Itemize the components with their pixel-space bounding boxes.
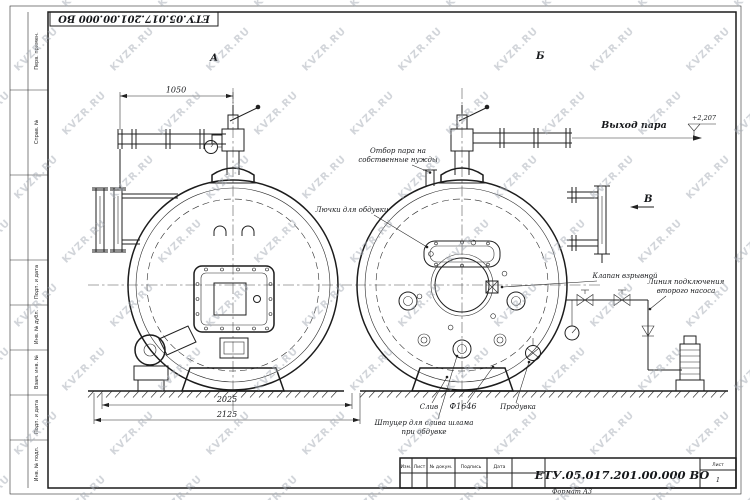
strip-label: Взам. инв. № [34,354,40,389]
view-label-a: А [209,53,218,64]
manhole [434,257,490,313]
steam-outlet-pipe: Выход пара +2,207 [473,114,717,148]
water-gauge-columns [92,187,178,253]
tb-col: Лист [414,464,426,470]
annotation-text: Клапан взрывной [591,272,658,280]
safety-valve-right [437,104,490,184]
annotation-text: Лючки для обдувки [315,206,389,214]
steam-outlet-label: Выход пара [600,120,666,131]
manhole-flange [430,253,494,317]
tb-col: Дата [494,464,506,470]
annotation-text: Продувка [499,403,536,411]
pump-piping [564,289,705,392]
doc-number-top: ЕТУ.05.017.201.00.000 ВО [58,13,211,24]
view-label-b: Б [535,51,545,62]
annotation-text: Ф1646 [450,402,477,411]
water-gauge-right [567,185,610,263]
annotation-text: при обдувке [401,428,446,436]
strip-label: Подп. и дата [34,400,40,434]
strip-label: Справ. № [34,119,40,144]
drain-funnel [525,338,541,361]
annotation-text: собственные нужды [358,156,438,164]
furnace-door [193,265,275,333]
dimension-2125: 2125 [93,393,361,424]
annotation-sludge: Штуцер для слива шлама при обдувке [374,354,474,436]
annotation-own-needs: Отбор пара на собственные нужды [358,147,438,174]
tb-col: Изм. [401,464,412,470]
strip-label: Инв. № дубл. [34,309,40,344]
strip-label: Подп. и дата [34,265,40,299]
annotation-text: Слив [420,403,438,411]
strip-label: Инв. № подл. [34,446,40,481]
dim-bottom-outer: 2125 [216,410,237,419]
sheet-value: 1 [716,476,720,484]
annotation-pump-line: Линия подключения второго насоса [647,278,725,311]
title-block: Изм. Лист № докум. Подпись Дата ЕТУ.05.0… [399,457,737,496]
doc-number: ЕТУ.05.017.201.00.000 ВО [534,468,709,482]
support-saddle [410,367,515,392]
dim-bottom-inner: 2025 [216,395,237,404]
annotation-text: Отбор пара на [370,147,426,155]
ash-door [219,337,249,359]
annotation-text: Линия подключения [647,278,725,286]
annotation-blowdown: Продувка [499,360,536,411]
annotation-text: Штуцер для слива шлама [374,419,474,427]
sheet-label: Лист [712,462,724,468]
view-label-v: В [643,194,652,205]
strip-label: Перв. примен. [34,32,40,70]
blow-hatch [423,240,501,268]
inspection-ports [398,291,526,359]
left-view: 1050 2025 2125 А [87,53,361,424]
tb-col: Подпись [461,464,482,470]
elevation-label: +2,207 [692,114,717,122]
dimension-1050: 1050 [119,86,234,130]
tb-col: № докум. [430,464,453,470]
pressure-gauge-icon [564,325,580,341]
format-label: Формат А3 [552,488,592,496]
view-b-arrow: В [630,194,654,210]
annotation-text: второго насоса [657,287,716,295]
sheet-frame: Перв. примен. Справ. № Подп. и дата Инв.… [9,5,742,495]
annotation-hatches: Лючки для обдувки [315,206,429,249]
explosion-valve [485,280,499,294]
right-view: Выход пара +2,207 В [315,51,728,436]
annotation-diameter: Ф1646 [450,365,495,411]
steam-pipe-left [117,129,226,188]
dim-top: 1050 [166,86,186,95]
own-needs-stub [423,169,437,186]
burner-fan [133,325,197,391]
annotation-explosion-valve: Клапан взрывной [500,272,658,289]
annotation-drain: Слив [420,375,449,411]
dimension-2025: 2025 [101,393,353,409]
